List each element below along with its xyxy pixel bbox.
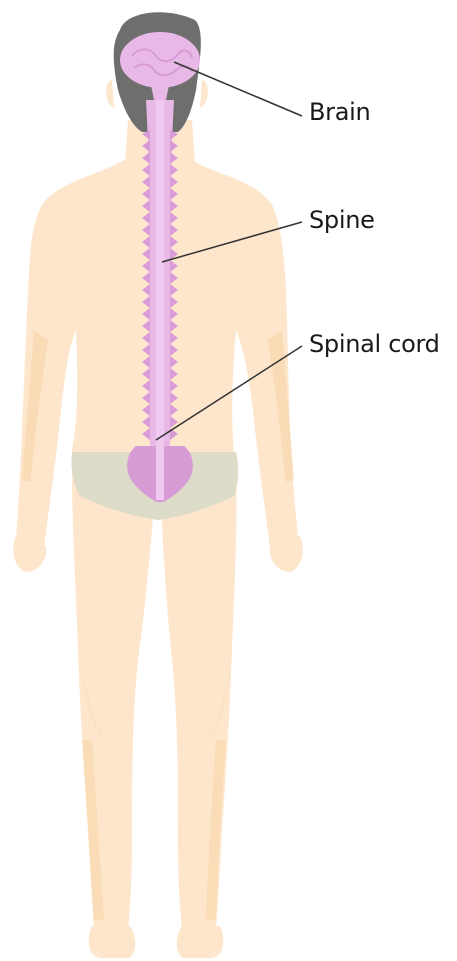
left-foot (89, 926, 136, 958)
spine-label: Spine (309, 206, 375, 234)
right-ear (200, 80, 208, 108)
brain-label: Brain (309, 98, 370, 126)
left-leg (72, 470, 156, 930)
right-foot (177, 926, 224, 958)
spinal-cord-label: Spinal cord (309, 330, 440, 358)
right-leg (160, 470, 237, 930)
left-ear (106, 80, 114, 108)
